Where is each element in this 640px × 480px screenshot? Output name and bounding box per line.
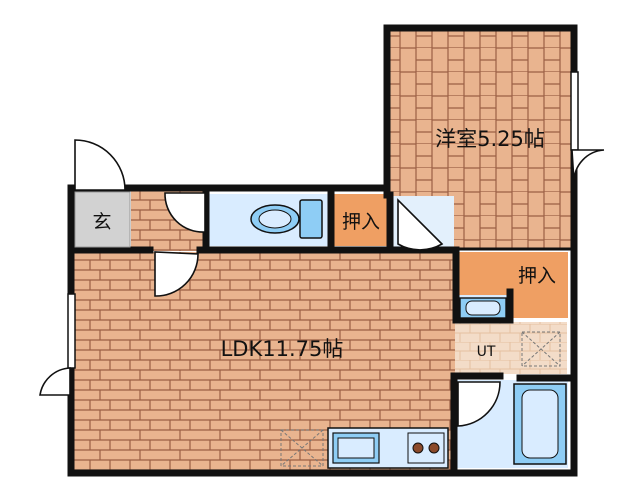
- closet-right-label: 押入: [518, 265, 556, 287]
- ldk-label: LDK11.75帖: [221, 337, 344, 361]
- utility-label: UT: [477, 344, 496, 360]
- fridge-space-icon: [280, 429, 324, 467]
- stove-icon: [407, 432, 445, 464]
- kitchen-counter: [327, 427, 449, 469]
- kitchen-sink-icon: [332, 432, 380, 464]
- door-swing-icon: [39, 139, 605, 427]
- entrance-floor: [75, 192, 130, 247]
- closet-upper-label: 押入: [342, 211, 380, 233]
- bathtub-icon: [513, 383, 567, 465]
- utility-floor: [455, 322, 567, 374]
- entrance-label: 玄: [92, 211, 111, 233]
- washbasin-icon: [459, 297, 507, 319]
- washer-space-icon: [521, 331, 561, 367]
- entrance-border: [74, 191, 131, 248]
- toilet-icon: [250, 199, 323, 239]
- closet-upper-fill: [334, 194, 388, 246]
- western-room-label: 洋室5.25帖: [435, 127, 545, 151]
